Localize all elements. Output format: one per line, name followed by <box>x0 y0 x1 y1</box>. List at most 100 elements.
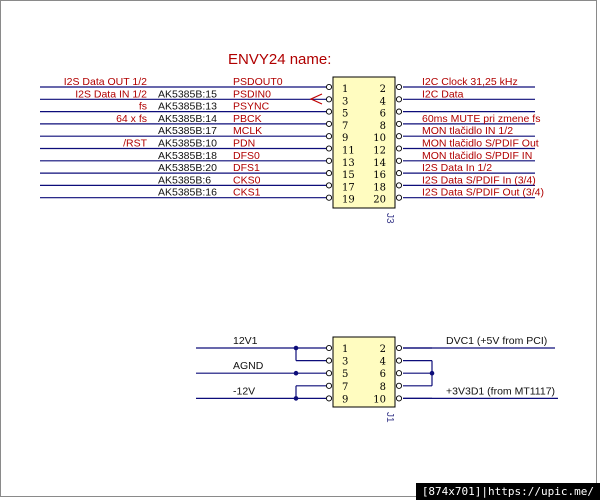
pin-number-right: 8 <box>380 382 386 393</box>
pin-circle-left <box>325 182 333 189</box>
junction-dot <box>293 396 299 401</box>
pin-circle-left <box>325 96 333 103</box>
pin-number-left: 7 <box>342 121 348 132</box>
pin-circle-left <box>325 133 333 140</box>
pin-circle-left <box>325 382 333 389</box>
pin-circle-right <box>395 170 403 177</box>
ak5385b-pin-ref: AK5385B:10 <box>158 138 217 150</box>
pin-number-left: 5 <box>342 109 348 120</box>
signal-description-left: 64 x fs <box>116 113 147 125</box>
pin-circle-left <box>325 170 333 177</box>
envy24-signal-name: PSDIN0 <box>233 88 271 100</box>
pin-circle-right <box>395 133 403 140</box>
pin-number-right: 6 <box>380 109 386 120</box>
ak5385b-pin-ref: AK5385B:20 <box>158 162 217 174</box>
pin-number-left: 3 <box>342 357 348 368</box>
pin-number-right: 10 <box>373 394 386 405</box>
envy24-signal-name: DFS0 <box>233 150 260 162</box>
signal-description-left: I2S Data IN 1/2 <box>75 88 147 100</box>
signal-description-right: I2C Clock 31,25 kHz <box>422 76 518 88</box>
envy24-signal-name: MCLK <box>233 125 262 137</box>
pin-number-right: 2 <box>380 84 386 95</box>
pin-number-right: 14 <box>373 158 386 169</box>
envy24-signal-name: CKS0 <box>233 174 261 186</box>
pin-number-right: 10 <box>373 133 386 144</box>
pin-circle-left <box>325 395 333 402</box>
signal-description-right: I2S Data S/PDIF Out (3/4) <box>422 187 544 199</box>
pin-circle-right <box>395 182 403 189</box>
ak5385b-pin-ref: AK5385B:14 <box>158 113 217 125</box>
pin-number-left: 15 <box>342 170 355 181</box>
connector-refdes: J3 <box>384 213 395 224</box>
ak5385b-pin-ref: AK5385B:6 <box>158 174 211 186</box>
ak5385b-pin-ref: AK5385B:17 <box>158 125 217 137</box>
watermark: [874x701]|https://upic.me/ <box>415 483 600 500</box>
pin-circle-right <box>395 108 403 115</box>
pin-circle-right <box>395 382 403 389</box>
connector-envy24: 1 I2S Data OUT 1/2 PSDOUT0 3 I2S Data IN 1/2… <box>40 76 544 224</box>
envy24-signal-name: PSYNC <box>233 101 270 113</box>
pin-number-right: 4 <box>380 96 386 107</box>
pin-number-right: 12 <box>373 146 386 157</box>
signal-description-right: I2S Data S/PDIF In (3/4) <box>422 174 536 186</box>
pin-number-left: 19 <box>342 195 355 206</box>
junction-dot <box>293 370 299 376</box>
pin-circle-left <box>325 344 333 352</box>
net-label-neg12v: -12V <box>233 385 255 397</box>
pin-number-right: 8 <box>380 121 386 132</box>
pin-number-right: 18 <box>373 182 386 193</box>
junction-dot <box>293 345 299 351</box>
envy24-signal-name: PBCK <box>233 113 262 125</box>
pin-circle-left <box>325 83 333 91</box>
junction-dot <box>429 370 435 376</box>
ak5385b-pin-ref: AK5385B:18 <box>158 150 217 162</box>
direction-arrow-icon <box>309 93 323 105</box>
pin-number-left: 7 <box>342 382 348 393</box>
pin-number-left: 11 <box>342 146 355 157</box>
connector-refdes: J1 <box>384 412 395 423</box>
signal-description-right: 60ms MUTE pri zmene fs <box>422 113 540 125</box>
diagram-title: ENVY24 name: <box>228 51 331 68</box>
envy24-signal-name: PSDOUT0 <box>233 76 283 88</box>
signal-description-right: MON tlačidlo S/PDIF IN <box>422 150 532 162</box>
pin-number-left: 1 <box>342 84 348 95</box>
pin-circle-right <box>395 120 403 127</box>
pin-circle-left <box>325 370 333 377</box>
pin-circle-right <box>395 145 403 152</box>
envy24-signal-name: PDN <box>233 138 255 150</box>
pin-number-left: 1 <box>342 344 348 355</box>
pin-number-left: 9 <box>342 394 348 405</box>
pin-circle-right <box>395 370 403 377</box>
pin-circle-left <box>325 145 333 152</box>
pin-circle-right <box>395 357 403 364</box>
pin-circle-right <box>395 194 403 201</box>
pin-number-right: 16 <box>373 170 386 181</box>
signal-description-left: I2S Data OUT 1/2 <box>64 76 147 88</box>
signal-description-right: MON tlačidlo S/PDIF Out <box>422 138 539 150</box>
net-label-12v1: 12V1 <box>233 335 258 347</box>
pin-circle-right <box>395 344 403 352</box>
pin-circle-left <box>325 120 333 127</box>
pin-circle-right <box>395 395 403 402</box>
pin-number-right: 6 <box>380 369 386 380</box>
net-label-3v3d1: +3V3D1 (from MT1117) <box>446 385 555 397</box>
ak5385b-pin-ref: AK5385B:13 <box>158 101 217 113</box>
pin-number-left: 5 <box>342 369 348 380</box>
signal-description-left: fs <box>139 101 147 113</box>
signal-description-right: I2S Data In 1/2 <box>422 162 492 174</box>
pin-number-right: 20 <box>373 195 386 206</box>
pin-circle-left <box>325 108 333 115</box>
pin-number-left: 17 <box>342 182 355 193</box>
pin-circle-left <box>325 357 333 364</box>
ak5385b-pin-ref: AK5385B:16 <box>158 187 217 199</box>
pin-number-right: 4 <box>380 357 386 368</box>
pin-number-left: 9 <box>342 133 348 144</box>
ak5385b-pin-ref: AK5385B:15 <box>158 88 217 100</box>
envy24-signal-name: CKS1 <box>233 187 261 199</box>
signal-description-right: I2C Data <box>422 88 464 100</box>
connector-body <box>332 76 396 209</box>
pin-number-left: 3 <box>342 96 348 107</box>
